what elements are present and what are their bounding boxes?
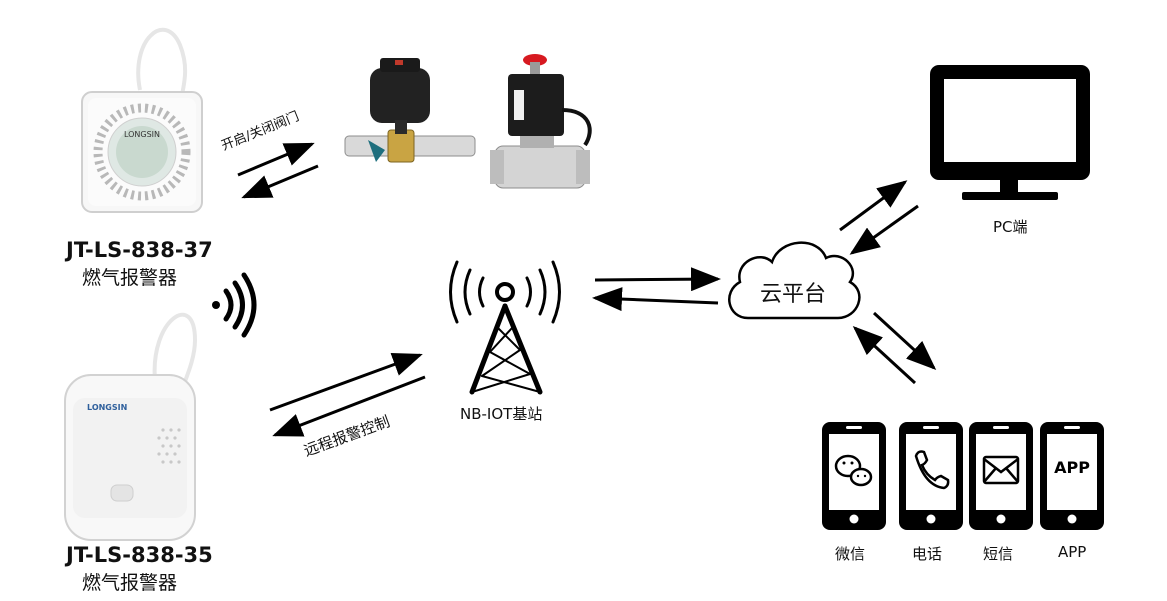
wifi-signal-icon <box>212 272 257 338</box>
pc-label: PC端 <box>993 218 1028 236</box>
cloud-label: 云平台 <box>760 282 827 307</box>
alarm-bottom-name: 燃气报警器 <box>82 572 178 594</box>
sms-envelope-icon <box>982 455 1020 485</box>
brand-logo: LONGSIN <box>124 130 160 139</box>
phone-label-app: APP <box>1058 543 1087 561</box>
phone-wechat <box>822 422 886 530</box>
phone-sms <box>969 422 1033 530</box>
phone-call-icon <box>914 450 950 490</box>
phone-label-wechat: 微信 <box>835 545 866 563</box>
gas-alarm-top-image: LONGSIN <box>81 28 203 213</box>
phone-label-call: 电话 <box>912 545 943 563</box>
monitor-icon <box>930 65 1090 200</box>
alarm-bottom-model: JT-LS-838-35 <box>66 543 213 567</box>
phone-app <box>1040 422 1104 530</box>
alarm-top-model: JT-LS-838-37 <box>66 238 213 262</box>
phone-call <box>899 422 963 530</box>
gas-alarm-bottom-image: LONGSIN <box>64 312 198 541</box>
alarm-top-name: 燃气报警器 <box>82 267 178 289</box>
app-text-icon: APP <box>1054 458 1090 477</box>
gas-valve-images <box>344 54 592 189</box>
brand-logo: LONGSIN <box>87 403 127 412</box>
phone-label-sms: 短信 <box>983 545 1014 563</box>
station-label: NB-IOT基站 <box>460 405 543 423</box>
solenoid-valve-icon <box>490 54 592 189</box>
cloud-icon <box>728 241 861 320</box>
antenna-tower-icon <box>449 260 561 395</box>
manipulator-valve-icon <box>344 58 476 163</box>
wechat-icon <box>834 454 873 487</box>
